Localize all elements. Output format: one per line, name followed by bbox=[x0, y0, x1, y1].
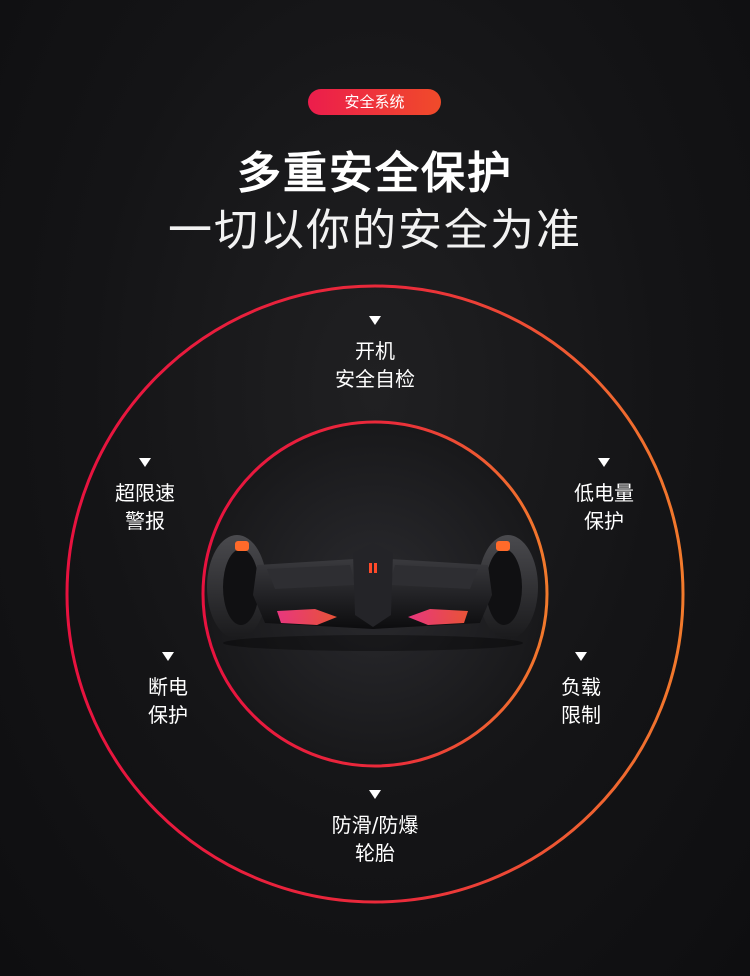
feature-label: 安全自检 bbox=[335, 367, 415, 391]
feature-label: 保护 bbox=[148, 703, 188, 727]
arrow-down-icon bbox=[162, 652, 174, 661]
feature-label: 防滑/防爆 bbox=[331, 813, 419, 837]
feature-label: 限制 bbox=[561, 703, 601, 727]
feature-load-limit: 负载 限制 bbox=[511, 652, 651, 729]
outer-ring bbox=[65, 284, 685, 904]
arrow-down-icon bbox=[369, 790, 381, 799]
hoverboard-image bbox=[207, 535, 538, 651]
feature-label: 低电量 bbox=[574, 481, 634, 505]
feature-startup-selfcheck: 开机 安全自检 bbox=[305, 316, 445, 393]
section-badge: 安全系统 bbox=[308, 89, 441, 115]
feature-power-cut-protection: 断电 保护 bbox=[98, 652, 238, 729]
feature-label: 断电 bbox=[148, 675, 188, 699]
feature-antislip-tires: 防滑/防爆 轮胎 bbox=[305, 790, 445, 867]
feature-label: 开机 bbox=[355, 339, 395, 363]
feature-label: 保护 bbox=[584, 509, 624, 533]
feature-low-battery-protection: 低电量 保护 bbox=[534, 458, 674, 535]
feature-label: 负载 bbox=[561, 675, 601, 699]
feature-label: 轮胎 bbox=[355, 841, 395, 865]
feature-overspeed-alarm: 超限速 警报 bbox=[75, 458, 215, 535]
arrow-down-icon bbox=[575, 652, 587, 661]
page-subtitle: 一切以你的安全为准 bbox=[168, 205, 582, 256]
feature-label: 警报 bbox=[125, 509, 165, 533]
arrow-down-icon bbox=[369, 316, 381, 325]
arrow-down-icon bbox=[598, 458, 610, 467]
page-title: 多重安全保护 bbox=[237, 148, 513, 199]
feature-label: 超限速 bbox=[115, 481, 175, 505]
arrow-down-icon bbox=[139, 458, 151, 467]
